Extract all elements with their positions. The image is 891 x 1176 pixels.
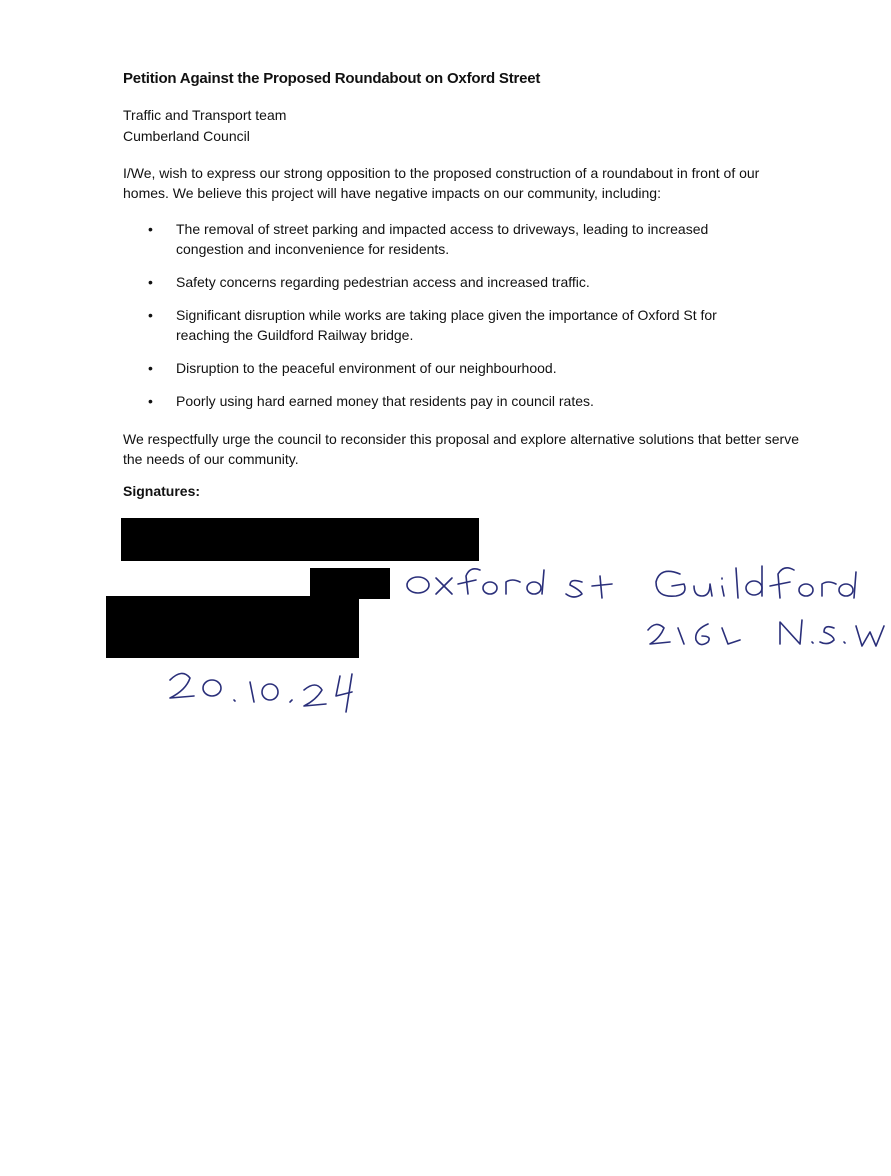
list-item: • Safety concerns regarding pedestrian a… — [148, 272, 768, 292]
list-item: • Poorly using hard earned money that re… — [148, 391, 768, 411]
bullet-icon: • — [148, 360, 153, 376]
signatures-label: Signatures: — [123, 483, 201, 499]
concerns-list: • The removal of street parking and impa… — [148, 219, 768, 424]
bullet-icon: • — [148, 274, 153, 290]
bullet-icon: • — [148, 393, 153, 409]
handwritten-address-line2 — [647, 619, 885, 647]
redaction-box-house-number — [310, 568, 390, 599]
concern-text: Safety concerns regarding pedestrian acc… — [176, 274, 590, 290]
concern-text: Significant disruption while works are t… — [176, 307, 717, 343]
list-item: • Disruption to the peaceful environment… — [148, 358, 768, 378]
concern-text: Disruption to the peaceful environment o… — [176, 360, 557, 376]
recipient-council: Cumberland Council — [123, 128, 250, 144]
concern-text: Poorly using hard earned money that resi… — [176, 393, 594, 409]
closing-paragraph: We respectfully urge the council to reco… — [123, 431, 799, 467]
bullet-icon: • — [148, 307, 153, 323]
recipient-block: Traffic and Transport team Cumberland Co… — [123, 105, 286, 147]
list-item: • The removal of street parking and impa… — [148, 219, 768, 259]
concern-text: The removal of street parking and impact… — [176, 221, 709, 257]
petition-title: Petition Against the Proposed Roundabout… — [123, 70, 541, 87]
bullet-icon: • — [148, 221, 153, 237]
intro-paragraph: I/We, wish to express our strong opposit… — [123, 165, 760, 201]
list-item: • Significant disruption while works are… — [148, 305, 768, 345]
recipient-team: Traffic and Transport team — [123, 107, 287, 123]
handwritten-address-line1 — [406, 565, 857, 599]
redaction-box-signature — [106, 596, 359, 658]
redaction-box-name — [121, 518, 479, 561]
handwritten-date — [169, 672, 353, 713]
